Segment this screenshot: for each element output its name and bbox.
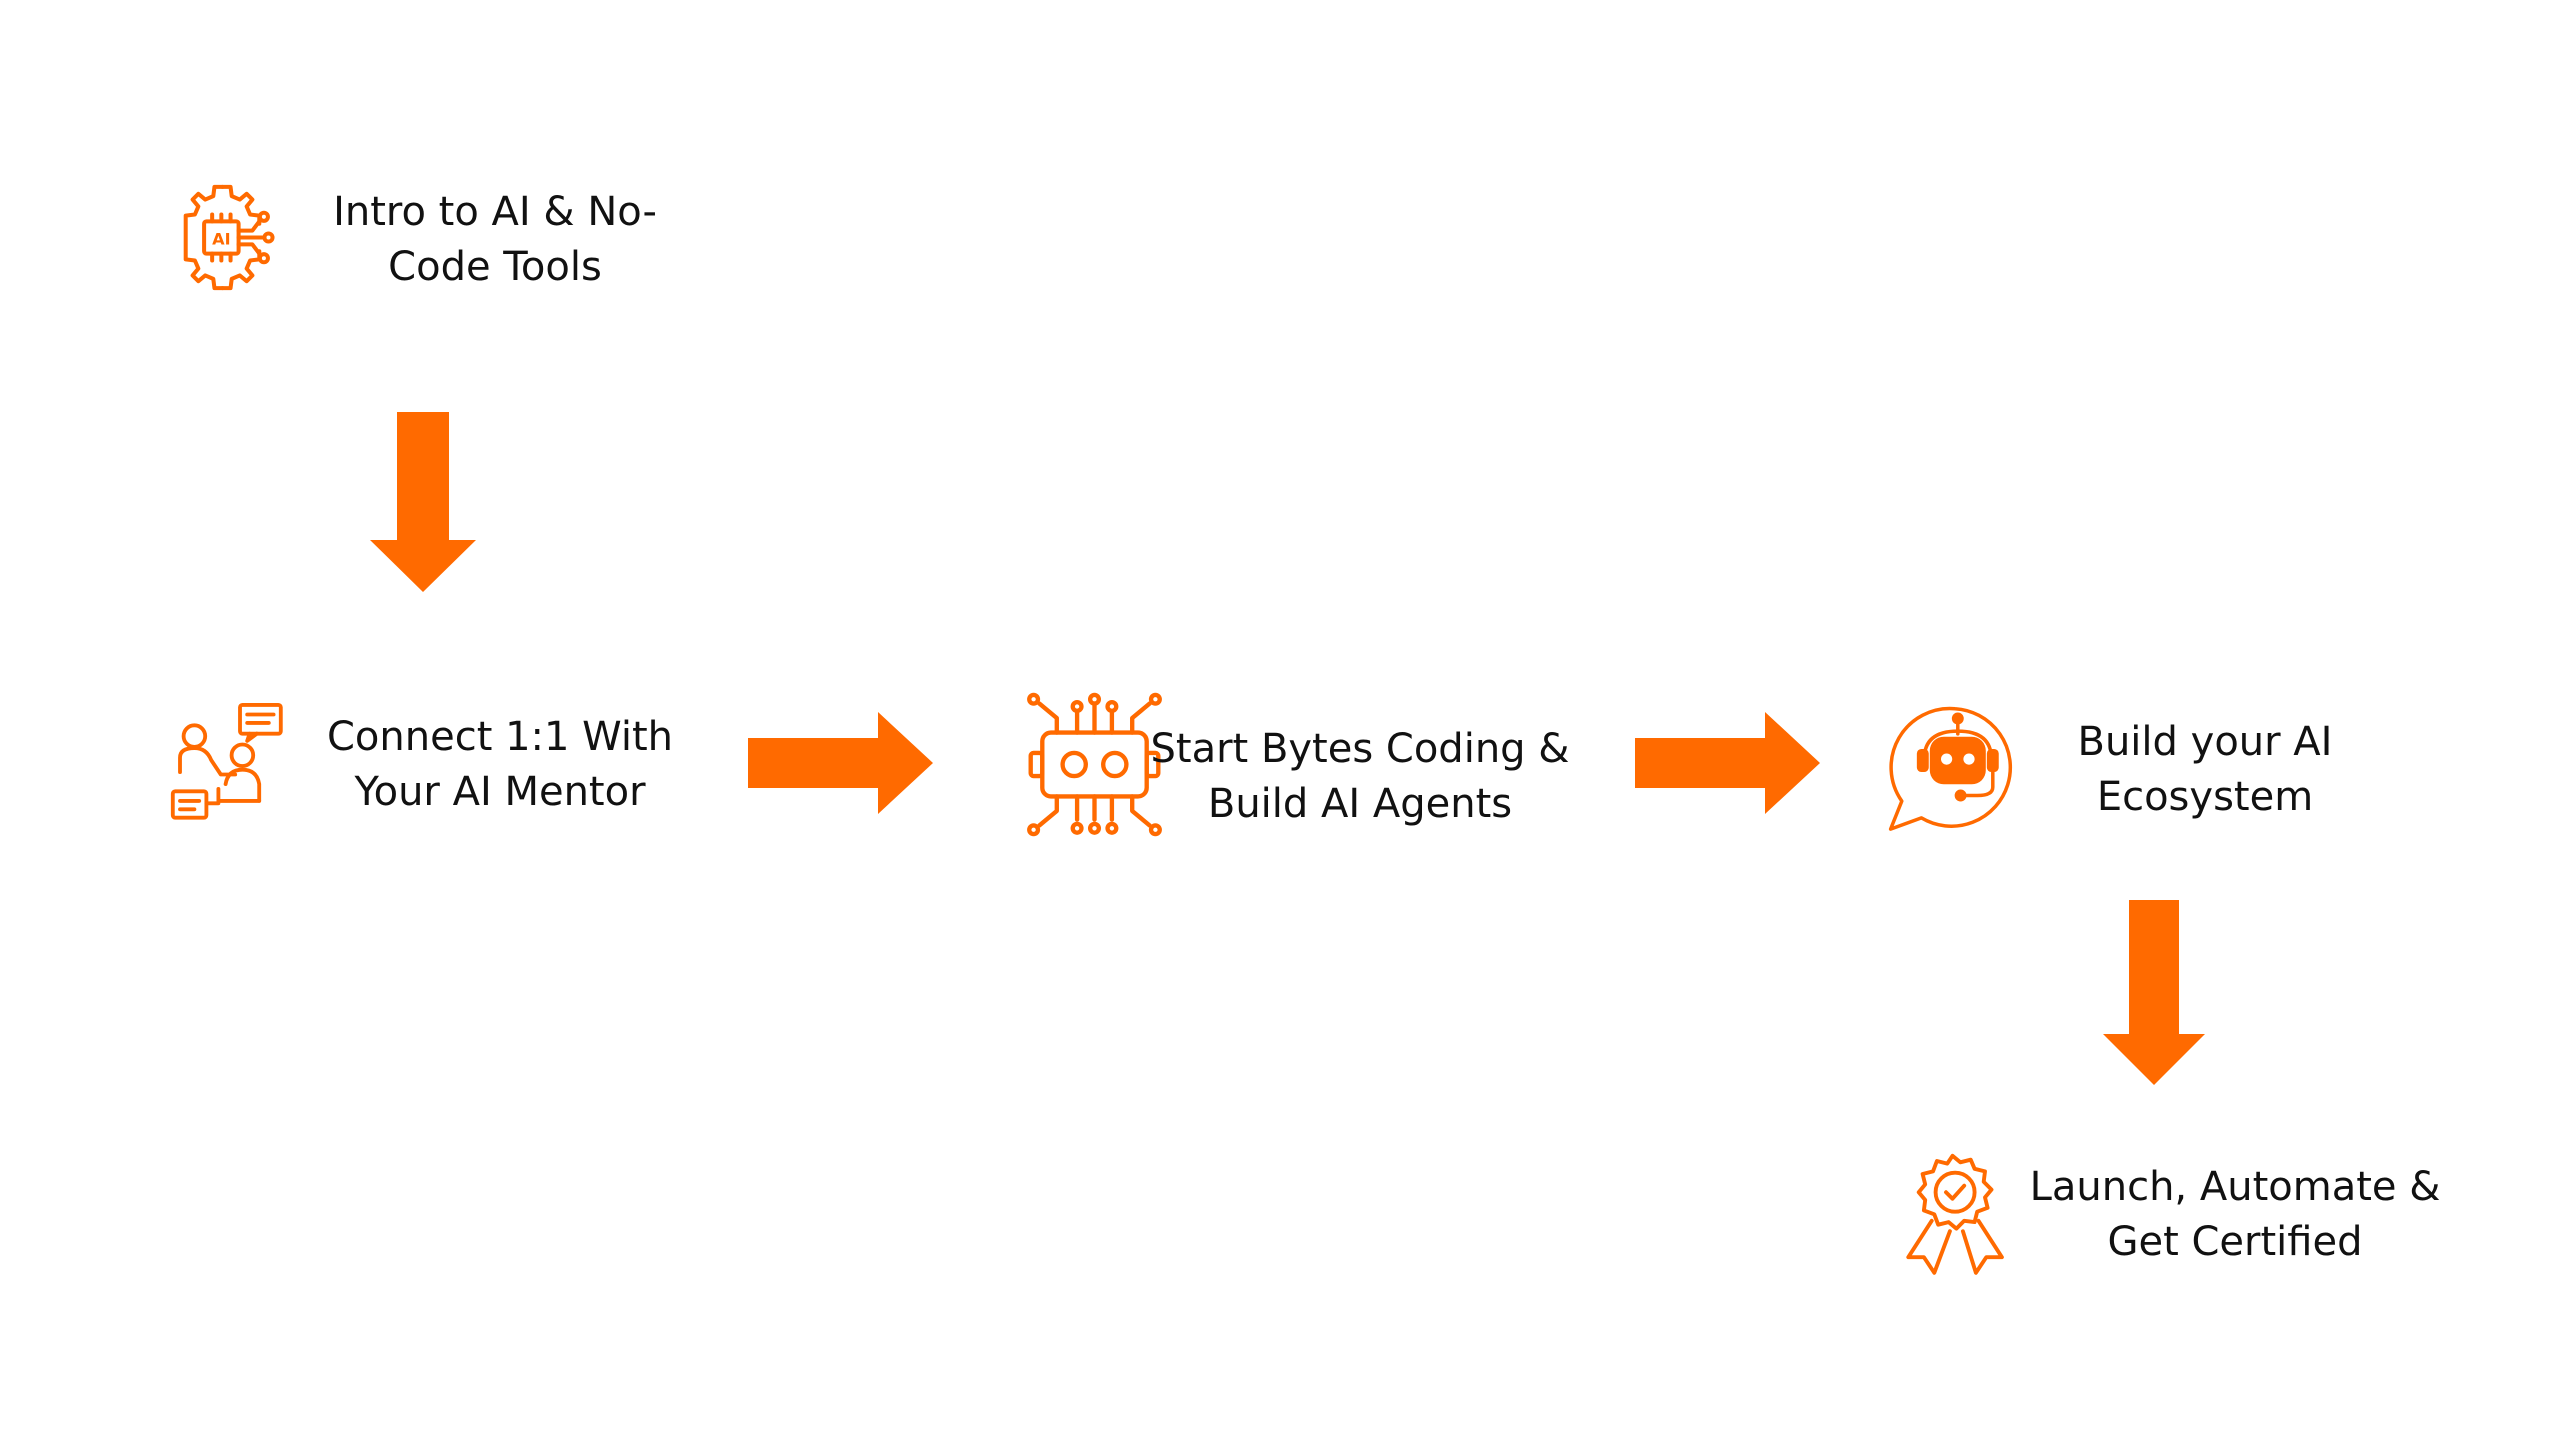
robot-circuit-icon [1022,692,1167,837]
mentor-chat-icon [168,700,288,825]
ai-gear-chip-icon: AI [165,180,280,295]
step-coding-label: Start Bytes Coding & Build AI Agents [1150,726,1570,827]
connector-arrow-down [2103,900,2205,1085]
svg-text:AI: AI [212,229,230,248]
connector-arrow-right [1635,712,1820,814]
step-intro-label: Intro to AI & No- Code Tools [333,189,657,290]
certificate-badge-icon [1895,1148,2010,1278]
connector-arrow-right [748,712,933,814]
connector-arrow-down [370,412,476,592]
step-mentor-label: Connect 1:1 With Your AI Mentor [326,714,673,815]
chatbot-bubble-icon [1885,700,2025,835]
step-ecosystem-label: Build your AI Ecosystem [2077,719,2333,820]
step-certified-label: Launch, Automate & Get Certified [2029,1164,2441,1265]
